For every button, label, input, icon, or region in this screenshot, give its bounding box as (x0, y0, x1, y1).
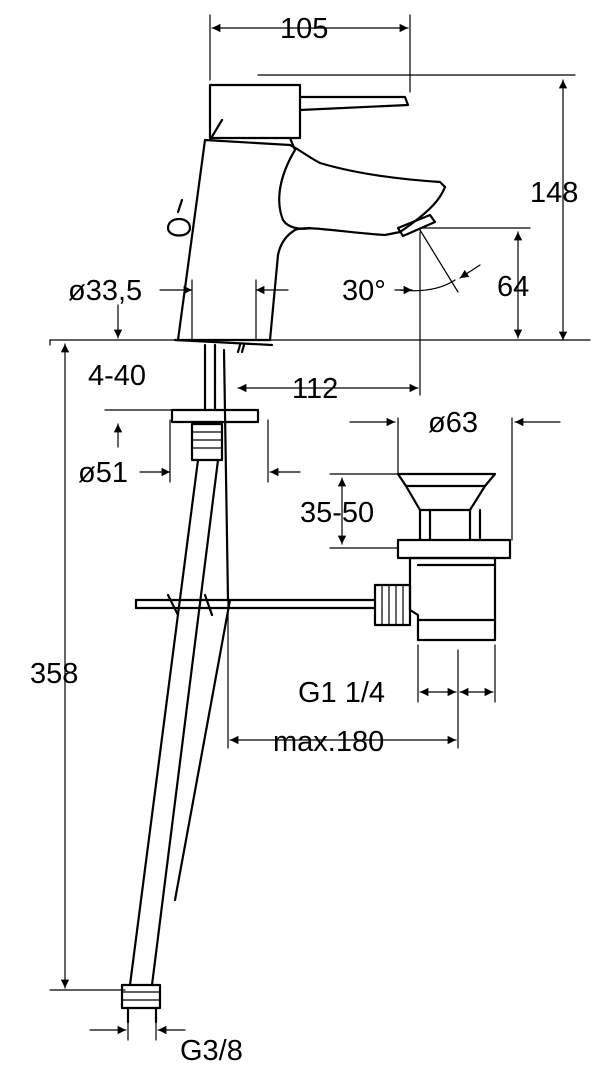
dim-waste-thread-label: G1 1/4 (298, 677, 385, 709)
dim-spout-angle-label: 30° (342, 275, 386, 307)
dim-rod-length-label: max.180 (273, 726, 384, 758)
dimension-lines (49, 14, 591, 1041)
waste-valve (373, 472, 512, 642)
pop-up-rod (134, 593, 377, 617)
supply-hose (120, 458, 232, 1024)
dim-hose-length-label: 358 (30, 658, 78, 690)
dim-reach-label: 112 (292, 373, 338, 405)
dim-flange-diameter-label: ø51 (78, 457, 128, 489)
dim-deck-thickness-label: 4-40 (88, 360, 146, 392)
dim-spout-height-label: 64 (497, 271, 529, 303)
mounting-parts (170, 343, 260, 602)
dim-waste-height-label: 35-50 (300, 497, 374, 529)
faucet-body (166, 83, 447, 347)
dim-height-total-label: 148 (530, 177, 578, 209)
dim-waste-diameter-label: ø63 (428, 407, 478, 439)
dim-body-diameter-label: ø33,5 (68, 275, 142, 307)
dim-width-top-label: 105 (280, 13, 328, 45)
dim-hose-thread-label: G3/8 (180, 1035, 243, 1067)
